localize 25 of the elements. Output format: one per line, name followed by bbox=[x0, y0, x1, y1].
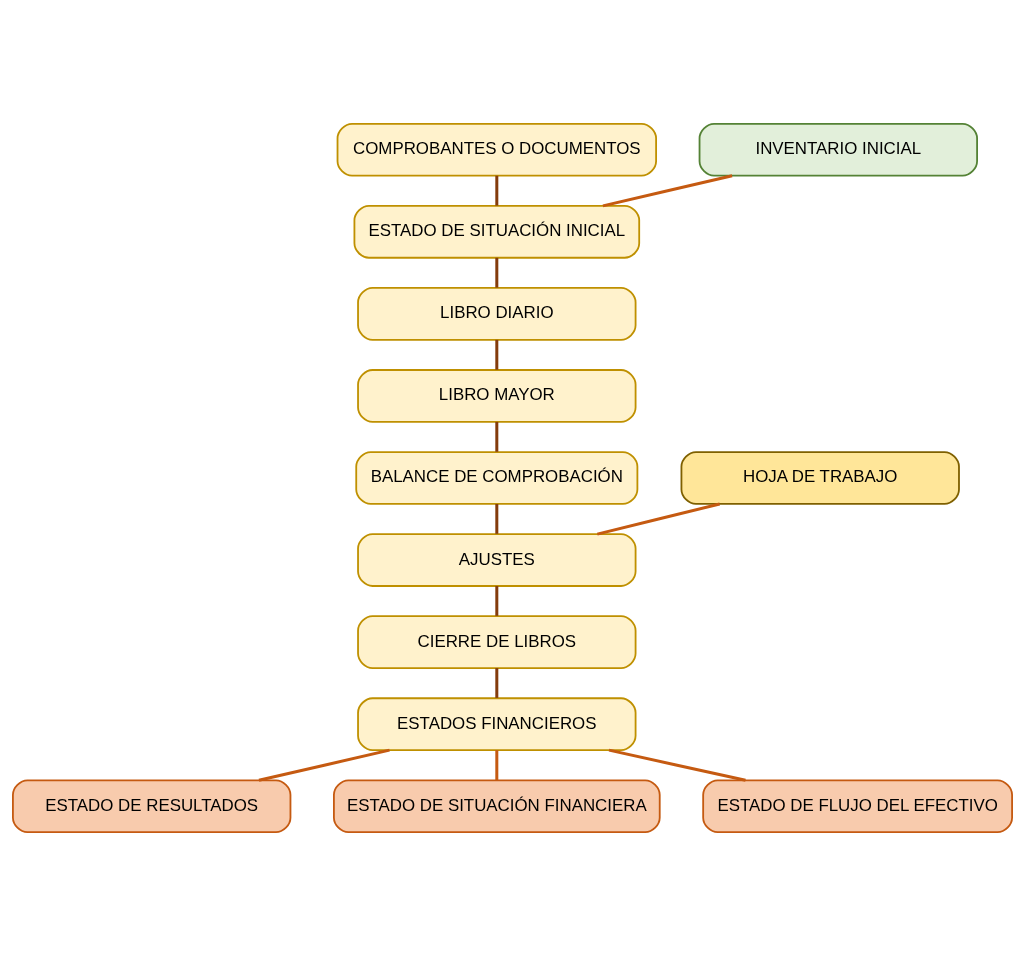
connector bbox=[258, 748, 390, 782]
node-box: ESTADOS FINANCIEROS bbox=[357, 696, 637, 751]
connector bbox=[495, 503, 499, 534]
connector bbox=[495, 667, 499, 698]
connector bbox=[596, 502, 721, 536]
connector bbox=[495, 339, 499, 370]
connector bbox=[495, 257, 499, 288]
node-box: ESTADO DE SITUACIÓN FINANCIERA bbox=[333, 778, 661, 833]
node-box: INVENTARIO INICIAL bbox=[698, 122, 978, 177]
node-box: LIBRO DIARIO bbox=[357, 286, 637, 341]
node-box: CIERRE DE LIBROS bbox=[357, 614, 637, 669]
connector bbox=[608, 748, 746, 782]
connector bbox=[495, 175, 499, 206]
connector bbox=[602, 173, 733, 207]
node-box: LIBRO MAYOR bbox=[357, 368, 637, 423]
node-box: AJUSTES bbox=[357, 532, 637, 587]
node-box: BALANCE DE COMPROBACIÓN bbox=[355, 450, 639, 505]
connector bbox=[495, 749, 499, 780]
node-box: ESTADO DE SITUACIÓN INICIAL bbox=[353, 204, 641, 259]
node-box: HOJA DE TRABAJO bbox=[680, 450, 960, 505]
connector bbox=[495, 421, 499, 452]
connector bbox=[495, 585, 499, 616]
node-box: COMPROBANTES O DOCUMENTOS bbox=[336, 122, 657, 177]
node-box: ESTADO DE FLUJO DEL EFECTIVO bbox=[702, 778, 1013, 833]
node-box: ESTADO DE RESULTADOS bbox=[12, 778, 292, 833]
